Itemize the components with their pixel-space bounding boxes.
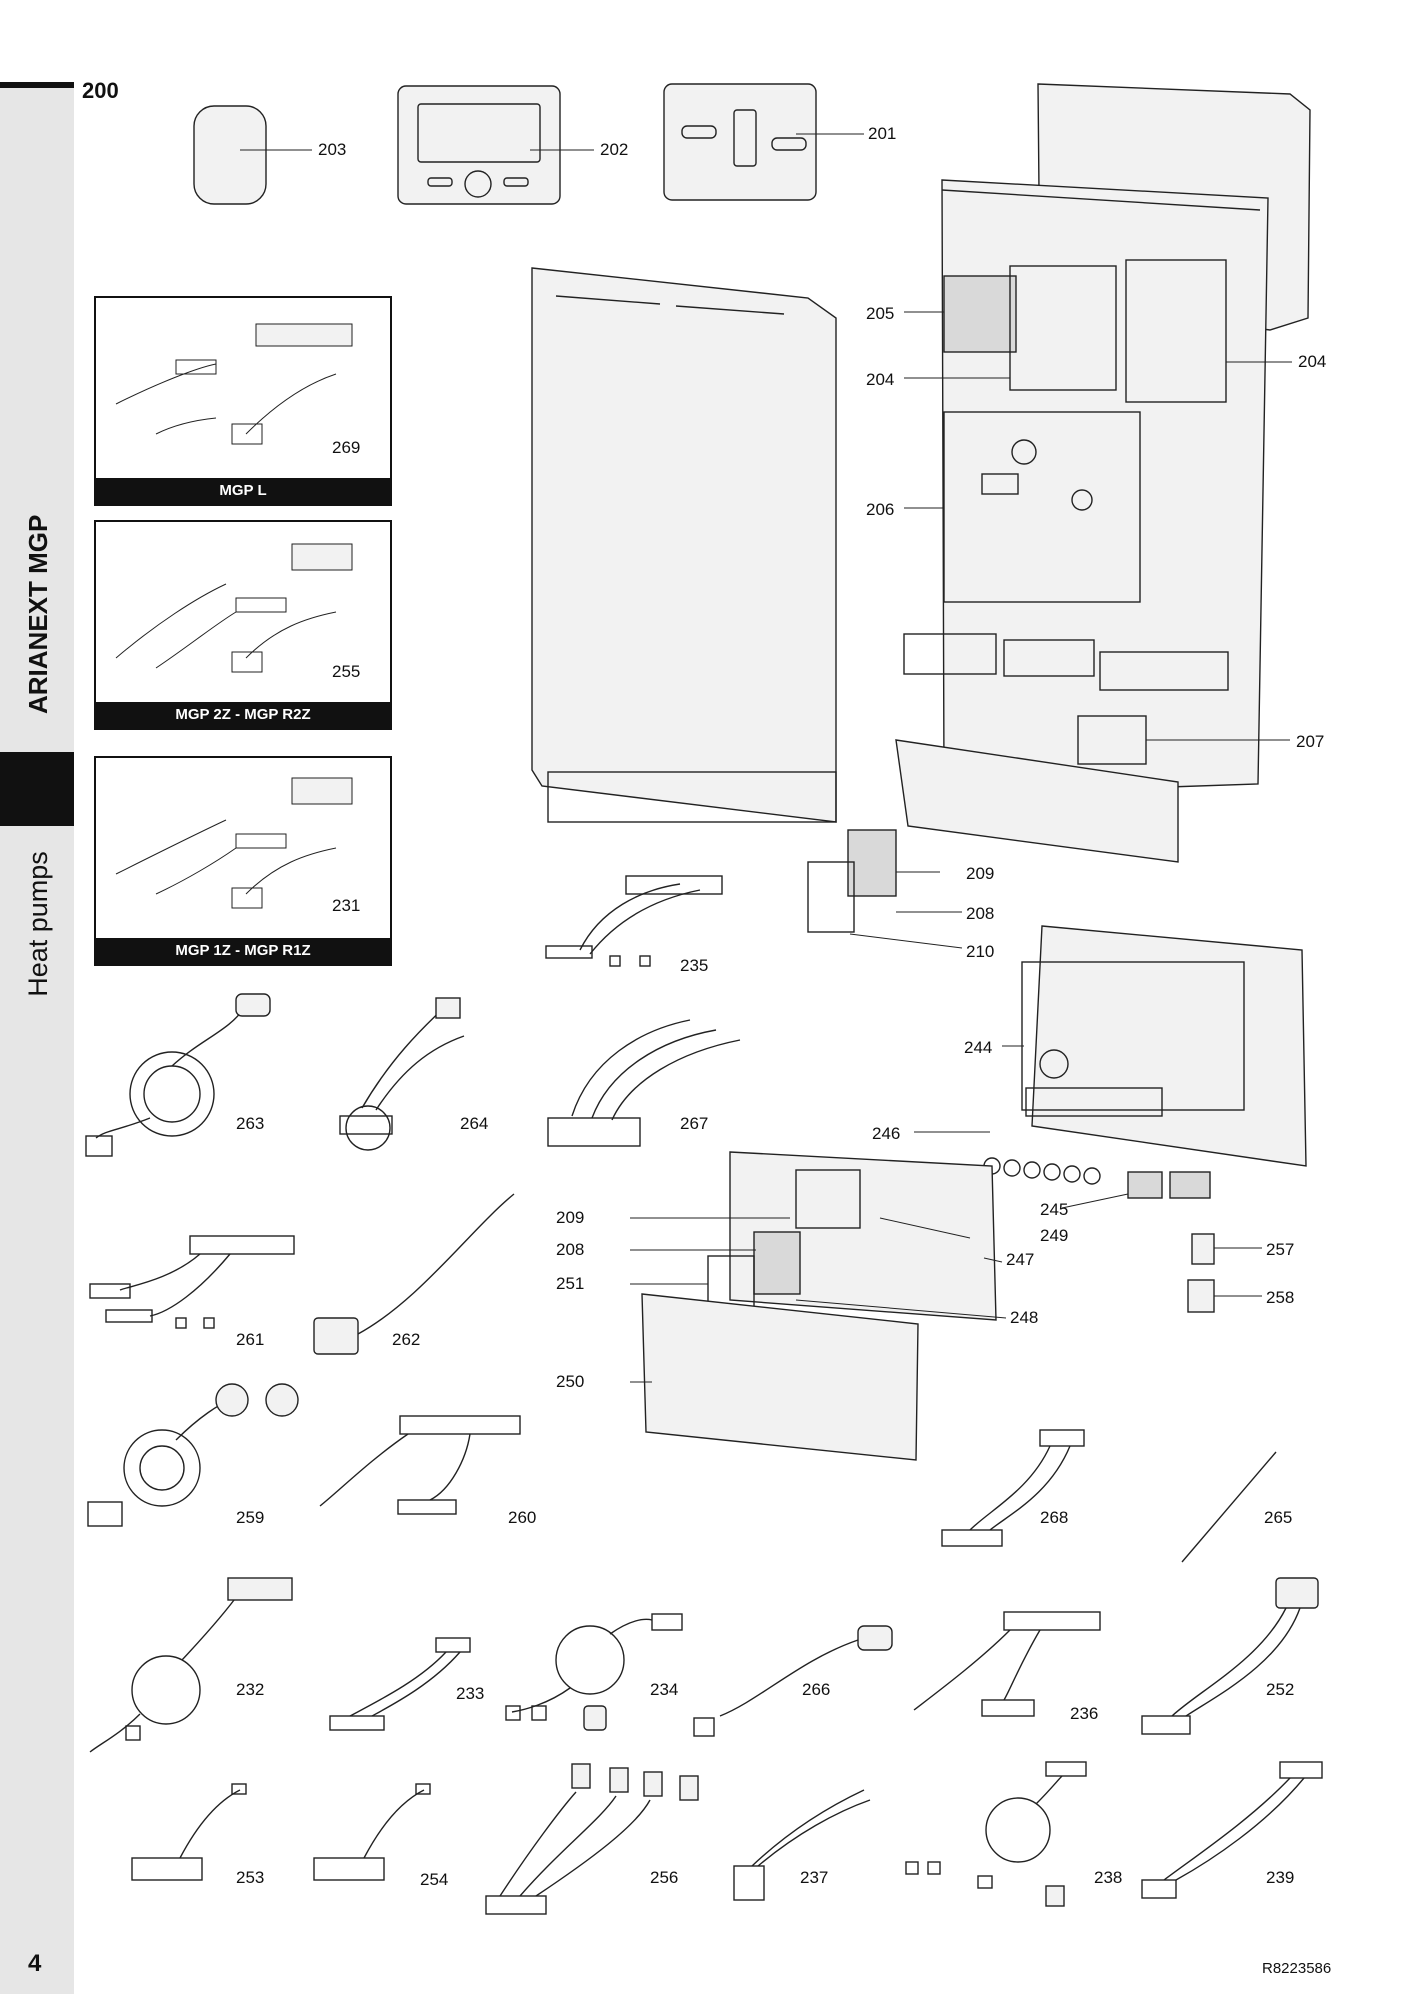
callout-263: 263	[236, 1114, 265, 1133]
harness-232-drawing	[89, 1577, 293, 1753]
callout-256: 256	[650, 1868, 679, 1887]
callout-207: 207	[1296, 732, 1325, 751]
harness-263-drawing	[85, 993, 271, 1157]
callout-209-lower: 209	[556, 1208, 585, 1227]
callout-244: 244	[964, 1038, 993, 1057]
harness-264-drawing	[339, 997, 465, 1151]
lower-enclosure-250-drawing	[630, 1151, 1007, 1461]
callout-252: 252	[1266, 1680, 1295, 1699]
kit-mgp-l-label: MGP L	[96, 478, 390, 504]
kit-box-mgp-1z: 231 MGP 1Z - MGP R1Z	[94, 756, 392, 966]
callout-262: 262	[392, 1330, 421, 1349]
callout-250: 250	[556, 1372, 585, 1391]
document-code: R8223586	[1262, 1960, 1332, 1977]
kit-box-mgp-2z: 255 MGP 2Z - MGP R2Z	[94, 520, 392, 730]
callout-266: 266	[802, 1680, 831, 1699]
callout-249: 249	[1040, 1226, 1069, 1245]
callout-268: 268	[1040, 1508, 1069, 1527]
harness-262-drawing	[313, 1193, 515, 1355]
harness-260-drawing	[319, 1415, 521, 1515]
callout-257: 257	[1266, 1240, 1295, 1259]
wire-265-drawing	[1181, 1451, 1277, 1563]
callout-202: 202	[600, 140, 629, 159]
kit-mgp-1z-harness-drawing	[115, 777, 353, 909]
kit-mgp-l-harness-drawing	[115, 323, 353, 445]
harness-234-drawing	[505, 1613, 683, 1731]
kit-mgp-1z-part-number: 231	[332, 896, 361, 915]
relays-257-258-drawing	[1187, 1233, 1262, 1313]
callout-233: 233	[456, 1684, 485, 1703]
callout-209-upper: 209	[966, 864, 995, 883]
harness-267-drawing	[547, 1019, 741, 1147]
callout-235: 235	[680, 956, 709, 975]
harness-252-drawing	[1141, 1577, 1319, 1735]
mount-plate-201-drawing	[663, 83, 864, 201]
callout-205: 205	[866, 304, 895, 323]
sidebar-top-rule	[0, 82, 74, 88]
callout-208-lower: 208	[556, 1240, 585, 1259]
callout-265: 265	[1264, 1508, 1293, 1527]
section-number: 200	[82, 78, 119, 103]
kit-mgp-l-part-number: 269	[332, 438, 361, 457]
sensor-203-drawing	[193, 105, 312, 205]
callout-245: 245	[1040, 1200, 1069, 1219]
kit-mgp-2z-harness-drawing	[115, 543, 353, 673]
callout-267: 267	[680, 1114, 709, 1133]
kit-box-mgp-l: 269 MGP L	[94, 296, 392, 506]
harness-256-drawing	[485, 1763, 699, 1915]
callout-260: 260	[508, 1508, 537, 1527]
callout-232: 232	[236, 1680, 265, 1699]
callout-239: 239	[1266, 1868, 1295, 1887]
callout-253: 253	[236, 1868, 265, 1887]
callout-210: 210	[966, 942, 995, 961]
boards-204-205-drawing	[904, 259, 1292, 403]
callout-261: 261	[236, 1330, 265, 1349]
callout-251: 251	[556, 1274, 585, 1293]
bracket-208-209-210-drawing	[807, 739, 1179, 949]
front-cover-drawing	[531, 267, 837, 823]
terminal-strips-drawing	[903, 633, 1229, 691]
callout-247: 247	[1006, 1250, 1035, 1269]
sensor-237-drawing	[733, 1789, 871, 1901]
kit-mgp-2z-part-number: 255	[332, 662, 361, 681]
callout-234: 234	[650, 1680, 679, 1699]
harness-268-drawing	[941, 1429, 1085, 1547]
callout-264: 264	[460, 1114, 489, 1133]
sidebar-band	[0, 82, 74, 1994]
callout-237: 237	[800, 1868, 829, 1887]
callout-204-left: 204	[866, 370, 895, 389]
harness-235-drawing	[545, 875, 723, 967]
fuses-245-246-drawing	[914, 1131, 1211, 1209]
callout-206: 206	[866, 500, 895, 519]
page-number: 4	[28, 1950, 42, 1977]
callout-258: 258	[1266, 1288, 1295, 1307]
harness-253-drawing	[131, 1783, 247, 1881]
harness-261-drawing	[89, 1235, 295, 1329]
callout-203: 203	[318, 140, 347, 159]
callout-248: 248	[1010, 1308, 1039, 1327]
callout-201: 201	[868, 124, 897, 143]
harness-238-drawing	[905, 1761, 1087, 1907]
thermostat-202-drawing	[397, 85, 594, 205]
controller-244-drawing	[1002, 925, 1307, 1167]
harness-239-drawing	[1141, 1761, 1323, 1899]
harness-254-drawing	[313, 1783, 431, 1881]
callout-259: 259	[236, 1508, 265, 1527]
callout-208-upper: 208	[966, 904, 995, 923]
callout-238: 238	[1094, 1868, 1123, 1887]
harness-233-drawing	[329, 1637, 471, 1731]
harness-266-drawing	[693, 1625, 893, 1737]
callout-236: 236	[1070, 1704, 1099, 1723]
kit-mgp-1z-label: MGP 1Z - MGP R1Z	[96, 938, 390, 964]
callout-246: 246	[872, 1124, 901, 1143]
callout-254: 254	[420, 1870, 449, 1889]
kit-mgp-2z-label: MGP 2Z - MGP R2Z	[96, 702, 390, 728]
main-board-206-drawing	[904, 411, 1141, 603]
harness-259-drawing	[87, 1383, 299, 1527]
harness-236-drawing	[913, 1611, 1101, 1717]
plate-207-drawing	[1077, 715, 1290, 765]
sidebar-black-tab	[0, 752, 74, 826]
callout-204-right: 204	[1298, 352, 1327, 371]
